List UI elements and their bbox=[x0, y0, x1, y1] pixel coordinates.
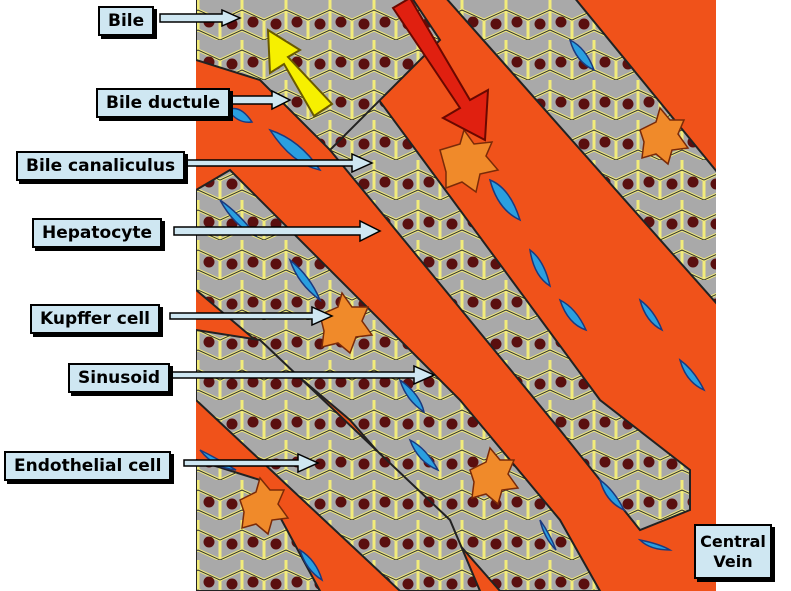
bile-flow-arrow bbox=[266, 28, 334, 118]
blood-flow-arrow bbox=[391, 0, 490, 142]
label-pointers bbox=[159, 8, 436, 474]
kupffer-cells bbox=[239, 106, 690, 536]
central-vein-line2: Vein bbox=[713, 552, 753, 571]
endothelial-cell-label: Endothelial cell bbox=[4, 451, 172, 481]
bile-ductule-label: Bile ductule bbox=[96, 88, 230, 118]
bile-label: Bile bbox=[98, 6, 155, 36]
central-vein-line1: Central bbox=[700, 532, 766, 551]
bile-canaliculus-label: Bile canaliculus bbox=[16, 151, 186, 181]
kupffer-cell-label: Kupffer cell bbox=[30, 304, 161, 334]
central-vein-label: Central Vein bbox=[694, 524, 772, 579]
hepatocyte-label: Hepatocyte bbox=[32, 218, 163, 248]
sinusoid-label: Sinusoid bbox=[68, 363, 171, 393]
